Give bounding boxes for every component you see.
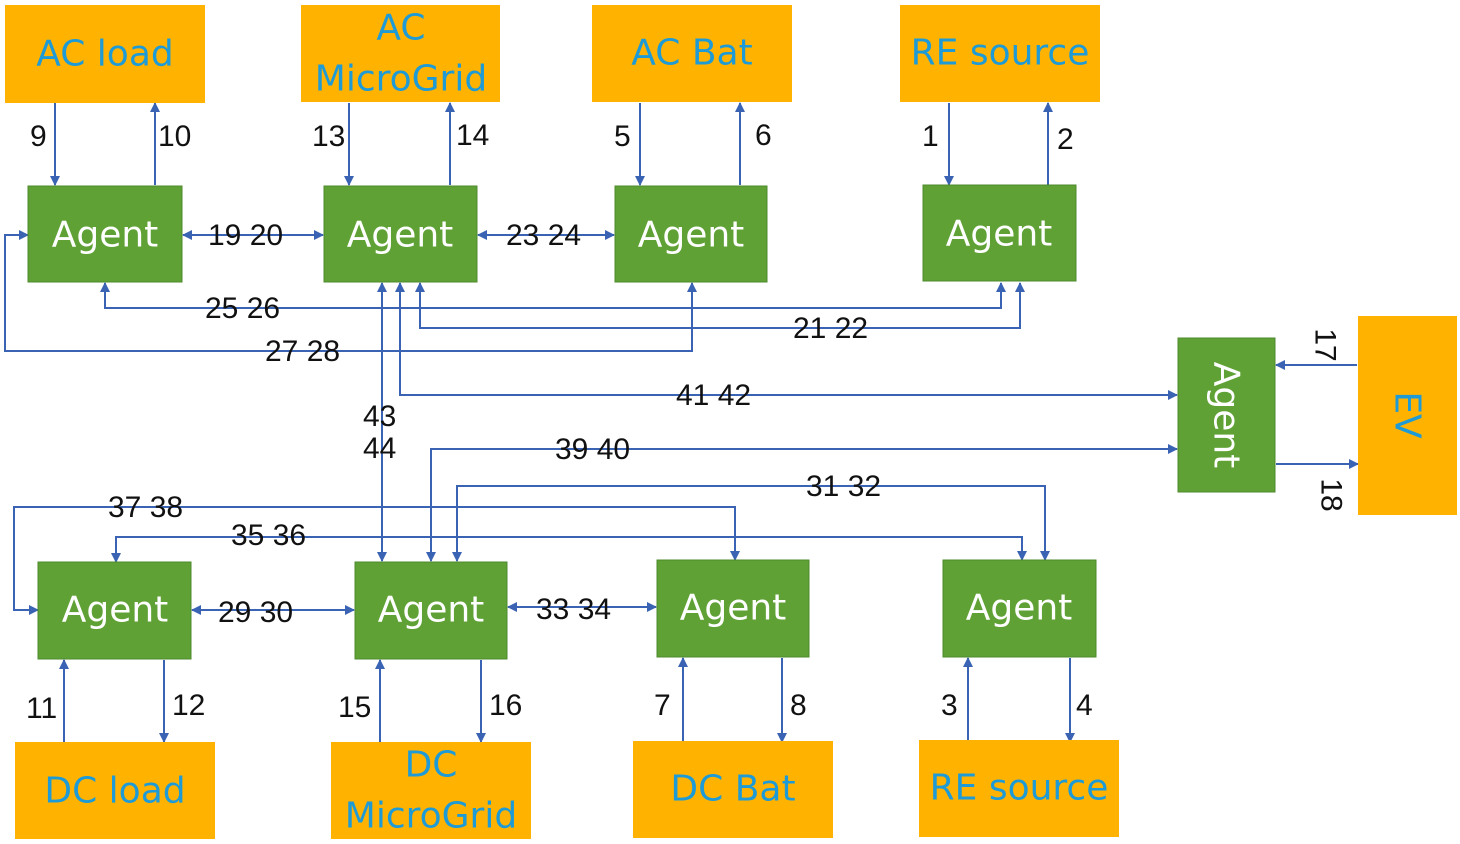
label-3: 3 [941,689,958,722]
agent-dc-load: Agent [37,561,192,660]
label-10: 10 [158,120,191,153]
dc-microgrid-box: DC MicroGrid [331,742,531,839]
link-37-38 [13,506,740,615]
ac-microgrid-label-line2: MicroGrid [315,59,487,100]
dc-microgrid-label-line1: DC [405,745,458,786]
label-7: 7 [654,689,671,722]
ac-bat-label: AC Bat [631,33,752,74]
label-27-28: 27 28 [265,335,340,368]
re-source-top-box: RE source [900,5,1100,102]
agent-label: Agent [946,214,1053,255]
agent-ev: Agent [1177,337,1276,493]
ac-load-box: AC load [5,5,205,103]
ac-bat-box: AC Bat [592,5,792,102]
agent-re-source-bottom: Agent [942,559,1097,658]
label-23-24: 23 24 [506,219,581,252]
label-18: 18 [1315,478,1348,511]
ev-label: EV [1387,391,1428,439]
dc-bat-box: DC Bat [633,741,833,838]
agent-dc-bat: Agent [656,559,810,658]
label-5: 5 [614,120,631,153]
label-8: 8 [790,689,807,722]
agent-ac-microgrid: Agent [323,185,478,283]
label-41-42: 41 42 [676,379,751,412]
label-1: 1 [922,120,939,153]
label-39-40: 39 40 [555,433,630,466]
agent-label: Agent [966,588,1073,629]
link-21-22 [415,282,1025,329]
dc-load-label: DC load [44,771,185,812]
label-37-38: 37 38 [108,491,183,524]
ev-box: EV [1358,316,1457,515]
label-29-30: 29 30 [218,596,293,629]
label-19-20: 19 20 [208,219,283,252]
link-35-36 [111,536,1027,563]
label-11: 11 [26,692,57,725]
label-21-22: 21 22 [793,312,868,345]
label-9: 9 [30,120,47,153]
label-6: 6 [755,119,772,152]
label-14: 14 [456,119,489,152]
dc-load-box: DC load [15,742,215,839]
label-33-34: 33 34 [536,593,611,626]
link-31-32 [452,485,1050,562]
dc-bat-label: DC Bat [670,769,795,810]
label-31-32: 31 32 [806,470,881,503]
label-4: 4 [1076,689,1093,722]
ac-microgrid-label-line1: AC [376,8,425,49]
ac-load-label: AC load [36,34,174,75]
label-43: 43 [363,400,396,433]
agent-label: Agent [52,215,159,256]
re-source-bottom-box: RE source [919,740,1119,837]
agent-label: Agent [378,590,485,631]
label-13: 13 [312,120,345,153]
label-35-36: 35 36 [231,519,306,552]
label-44: 44 [363,432,396,465]
agent-dc-microgrid: Agent [354,561,508,660]
label-17: 17 [1309,328,1342,361]
agent-label: Agent [62,590,169,631]
agent-ac-load: Agent [27,185,183,283]
agent-label: Agent [1206,362,1247,469]
re-source-top-label: RE source [911,33,1090,74]
agent-ac-bat: Agent [614,185,768,283]
label-15: 15 [338,691,371,724]
agent-label: Agent [638,215,745,256]
agent-re-source-top: Agent [922,184,1077,282]
label-16: 16 [489,689,522,722]
agent-label: Agent [680,588,787,629]
re-source-bottom-label: RE source [930,768,1109,809]
link-labels: 9 10 13 14 5 6 1 2 19 20 23 24 25 26 21 … [26,119,1348,725]
dc-microgrid-label-line2: MicroGrid [345,796,517,837]
label-12: 12 [172,689,205,722]
link-39-40 [426,444,1178,562]
label-25-26: 25 26 [205,292,280,325]
agent-label: Agent [347,215,454,256]
link-41-42 [395,282,1178,400]
ac-microgrid-box: AC MicroGrid [301,5,500,102]
label-2: 2 [1057,123,1074,156]
connection-lines [4,102,1359,743]
